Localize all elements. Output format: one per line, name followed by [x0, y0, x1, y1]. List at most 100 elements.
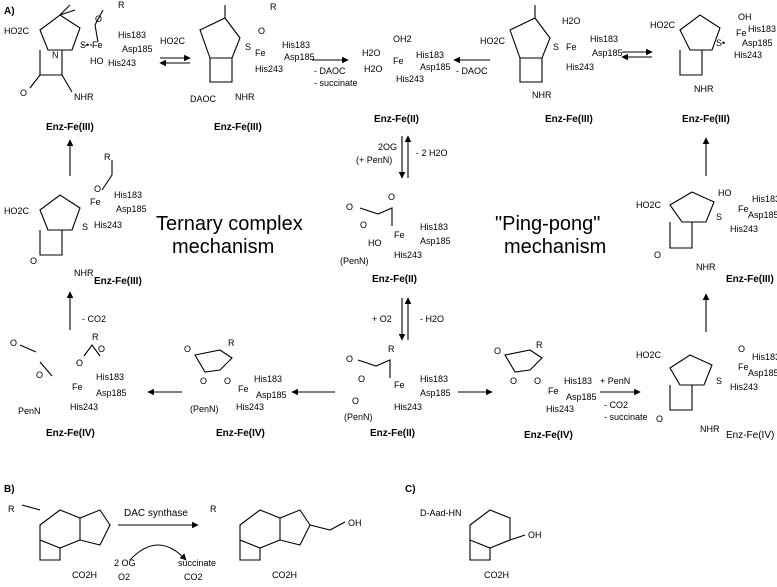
svg-text:His183: His183	[590, 34, 618, 44]
svg-text:O: O	[98, 344, 105, 354]
svg-text:R: R	[118, 0, 125, 10]
svg-text:O: O	[20, 88, 27, 98]
svg-text:O: O	[200, 376, 207, 386]
svg-text:O: O	[656, 414, 663, 424]
reagent-minus-daoc-2: - DAOC	[456, 66, 488, 76]
pingpong-title-line2: mechanism	[504, 236, 606, 258]
structure-top-left: HO2C S• N O NHR Fe HO O R His183 Asp185 …	[4, 0, 153, 102]
svg-text:N: N	[52, 50, 59, 60]
reagent-minus-co2-left: - CO2	[82, 314, 106, 324]
svg-text:His183: His183	[282, 40, 310, 50]
panel-label-c: C)	[405, 484, 416, 495]
svg-text:O: O	[510, 376, 517, 386]
reagent-2og: 2OG	[378, 142, 397, 152]
svg-text:His243: His243	[730, 382, 758, 392]
svg-text:His243: His243	[236, 402, 264, 412]
svg-text:OH: OH	[738, 12, 752, 22]
svg-text:D-Aad-HN: D-Aad-HN	[420, 508, 462, 518]
svg-text:HO2C: HO2C	[636, 350, 662, 360]
svg-text:R: R	[270, 2, 277, 12]
svg-text:Asp185: Asp185	[742, 38, 773, 48]
svg-text:His183: His183	[114, 190, 142, 200]
svg-text:OH: OH	[348, 518, 362, 528]
reagent-minus-succinate-1: - succinate	[314, 78, 358, 88]
svg-text:O: O	[654, 250, 661, 260]
panel-label-a: A)	[4, 6, 15, 17]
svg-text:His243: His243	[108, 58, 136, 68]
svg-text:NHR: NHR	[74, 92, 94, 102]
complex-label-center-bottom: Enz-Fe(II)	[370, 428, 415, 439]
ternary-title-line2: mechanism	[172, 236, 274, 258]
svg-text:Fe: Fe	[736, 28, 747, 38]
svg-text:S•: S•	[80, 40, 89, 50]
svg-text:His243: His243	[94, 220, 122, 230]
svg-text:CO2H: CO2H	[72, 570, 97, 580]
structure-fe4-oxo: HO2C S O Fe His183 Asp185 His243 O NHR	[636, 344, 777, 434]
svg-text:H2O: H2O	[562, 16, 581, 26]
svg-text:R: R	[210, 504, 217, 514]
svg-text:Fe: Fe	[90, 197, 101, 207]
svg-text:O: O	[30, 256, 37, 266]
svg-text:2 OG: 2 OG	[114, 558, 136, 568]
svg-text:PenN: PenN	[18, 406, 41, 416]
structure-top-mid-right: HO2C S H2O Fe His183 Asp185 His243 NHR	[480, 5, 623, 100]
svg-text:OH: OH	[528, 530, 542, 540]
svg-text:O: O	[352, 396, 359, 406]
ternary-title-line1: Ternary complex	[156, 213, 303, 235]
svg-text:Fe: Fe	[394, 230, 405, 240]
complex-label-bottom-left: Enz-Fe(IV)	[46, 428, 95, 439]
svg-text:O: O	[10, 338, 17, 348]
svg-text:O: O	[36, 370, 43, 380]
panel-label-b: B)	[4, 484, 15, 495]
svg-text:Asp185: Asp185	[116, 204, 147, 214]
svg-text:O: O	[360, 220, 367, 230]
svg-text:His243: His243	[546, 404, 574, 414]
svg-text:R: R	[536, 340, 543, 350]
svg-text:Fe: Fe	[548, 386, 559, 396]
svg-text:succinate: succinate	[178, 558, 216, 568]
complex-label-center-mid: Enz-Fe(II)	[372, 274, 417, 285]
svg-text:(PenN): (PenN)	[190, 404, 219, 414]
svg-text:O: O	[258, 26, 265, 36]
reagent-minus-2h2o: - 2 H2O	[416, 148, 448, 158]
svg-text:Fe: Fe	[394, 380, 405, 390]
svg-text:His183: His183	[420, 374, 448, 384]
svg-text:S: S	[716, 212, 722, 222]
svg-text:Asp185: Asp185	[748, 368, 777, 378]
svg-text:Asp185: Asp185	[420, 236, 451, 246]
complex-label-bottom-right: Enz-Fe(IV)	[726, 430, 774, 441]
svg-text:His183: His183	[118, 30, 146, 40]
structure-peroxo-right: R O O O Fe His183 Asp185 His243	[494, 340, 597, 414]
svg-text:Fe: Fe	[238, 384, 249, 394]
reagent-plus-o2: + O2	[372, 314, 392, 324]
complex-label-center-top: Enz-Fe(II)	[374, 114, 419, 125]
reagent-minus-h2o: - H2O	[420, 314, 444, 324]
svg-text:CO2H: CO2H	[272, 570, 297, 580]
complex-label-bottom-mid-right: Enz-Fe(IV)	[524, 430, 573, 441]
pingpong-title-line1: "Ping-pong"	[495, 213, 600, 235]
svg-text:CO2: CO2	[184, 572, 203, 582]
svg-text:NHR: NHR	[696, 262, 716, 272]
svg-text:His183: His183	[420, 222, 448, 232]
svg-text:S: S	[553, 42, 559, 52]
svg-text:NHR: NHR	[235, 92, 255, 102]
reagent-minus-succinate-2: - succinate	[604, 412, 648, 422]
svg-text:HO2C: HO2C	[650, 20, 676, 30]
svg-text:H2O: H2O	[364, 64, 383, 74]
structure-top-mid-left: HO2C S Fe R O His183 Asp185 His243 DAOC …	[160, 2, 315, 104]
svg-text:His183: His183	[564, 376, 592, 386]
complex-label-left-middle: Enz-Fe(III)	[94, 276, 142, 287]
svg-text:Asp185: Asp185	[284, 52, 315, 62]
svg-text:S: S	[716, 376, 722, 386]
svg-text:R: R	[388, 344, 395, 354]
svg-text:HO: HO	[368, 238, 382, 248]
svg-text:NHR: NHR	[74, 268, 94, 278]
svg-text:His183: His183	[752, 194, 777, 204]
svg-text:HO2C: HO2C	[4, 26, 30, 36]
svg-text:(PenN): (PenN)	[344, 412, 373, 422]
svg-text:Asp185: Asp185	[122, 44, 153, 54]
svg-text:HO2C: HO2C	[480, 36, 506, 46]
svg-text:HO2C: HO2C	[4, 206, 30, 216]
svg-text:O: O	[388, 192, 395, 202]
